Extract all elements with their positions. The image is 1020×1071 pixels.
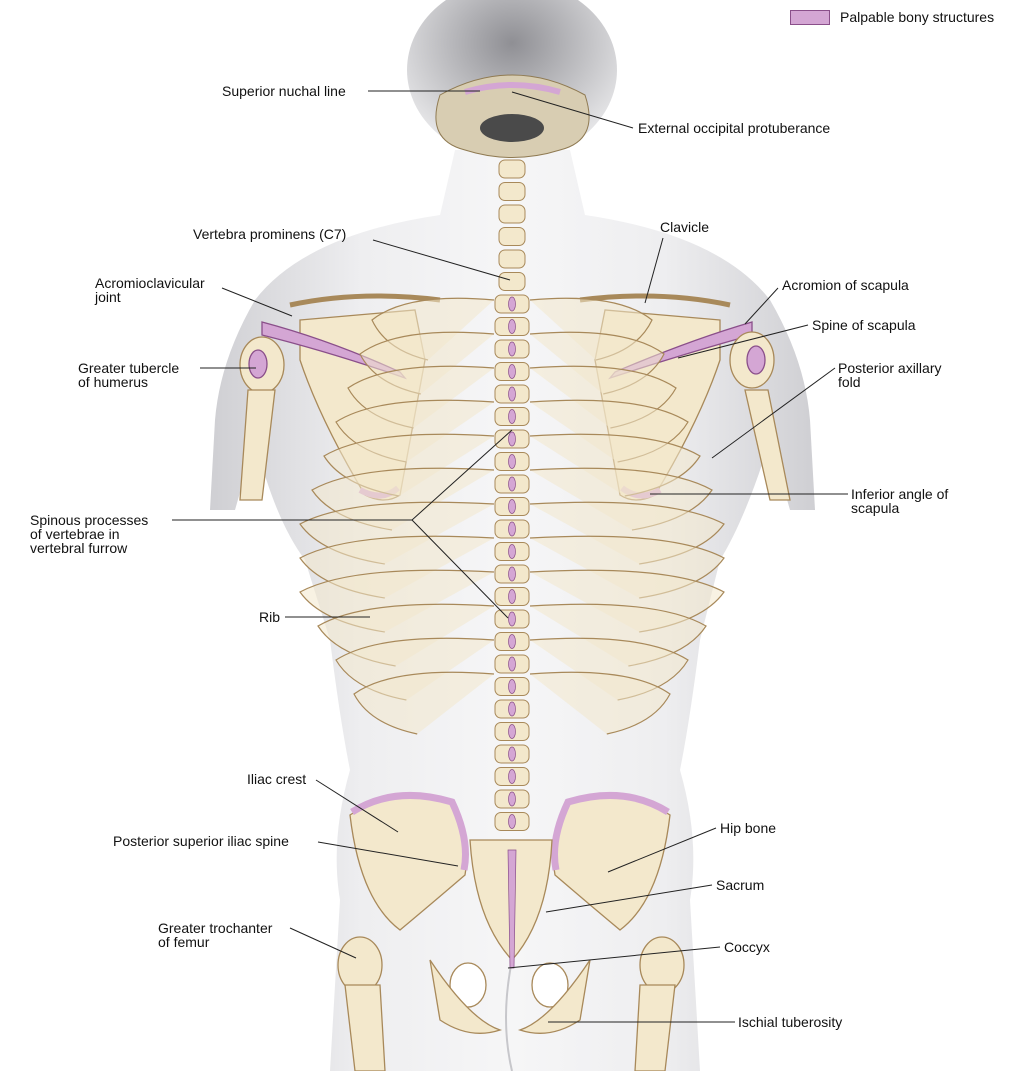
- left-iliac-crest: [350, 791, 469, 871]
- right-obturator: [531, 962, 569, 1008]
- vertebra: [498, 227, 526, 246]
- leader-coccyx: [507, 946, 721, 969]
- rib-cage: [299, 297, 725, 735]
- right-femur: [634, 984, 676, 1071]
- leader-greater-trochanter: [289, 927, 357, 959]
- spinous-process: [508, 386, 516, 402]
- spinous-process: [508, 521, 516, 537]
- right-humerus-shaft: [744, 389, 791, 501]
- rib-right-12: [529, 671, 671, 735]
- spinous-process: [508, 791, 516, 807]
- label-rib: Rib: [259, 609, 281, 625]
- left-humerus-shaft: [239, 389, 276, 501]
- label-coccyx: Coccyx: [724, 939, 770, 955]
- left-femur: [344, 984, 386, 1071]
- label-spinous-processes: Spinous processes of vertebrae in verteb…: [30, 512, 149, 556]
- sacral-coccygeal-crest: [507, 849, 517, 969]
- label-inferior-angle-of-scapula: Inferior angle of scapula: [851, 486, 949, 516]
- leader-posterior-axillary-fold: [711, 367, 836, 459]
- spinous-process: [508, 589, 516, 604]
- label-superior-nuchal-line: Superior nuchal line: [222, 83, 346, 99]
- leader-sacrum: [545, 884, 713, 913]
- label-spine-of-scapula: Spine of scapula: [812, 317, 916, 333]
- label-greater-tubercle-of-humerus: Greater tubercle of humerus: [78, 360, 180, 390]
- spinous-process: [508, 656, 516, 672]
- label-posterior-superior-iliac-spine: Posterior superior iliac spine: [113, 833, 289, 849]
- spinous-process: [508, 544, 516, 559]
- leader-posterior-superior-iliac-spine: [317, 841, 459, 867]
- leader-vertebra-prominens: [372, 239, 511, 281]
- vertebra: [498, 272, 526, 291]
- legend: Palpable bony structures: [790, 7, 994, 27]
- spinous-process: [508, 454, 516, 469]
- leader-hip-bone: [607, 827, 717, 873]
- label-hip-bone: Hip bone: [720, 820, 777, 836]
- spinous-process: [508, 701, 516, 717]
- right-iliac-crest: [551, 791, 670, 871]
- leader-iliac-crest: [315, 779, 399, 833]
- left-clavicle: [289, 293, 441, 308]
- vertebra: [498, 159, 526, 179]
- spinous-process: [508, 409, 516, 424]
- left-ischium: [429, 959, 503, 1034]
- label-posterior-axillary-fold: Posterior axillary fold: [838, 360, 942, 390]
- leader-spine-of-scapula: [677, 324, 809, 359]
- right-clavicle: [579, 293, 731, 308]
- spinous-process: [508, 431, 516, 447]
- legend-swatch: [790, 9, 830, 25]
- label-external-occipital-protuberance: External occipital protuberance: [638, 120, 831, 136]
- spinous-process: [508, 814, 516, 829]
- label-clavicle: Clavicle: [660, 219, 710, 235]
- leader-external-occipital-protuberance: [511, 91, 634, 129]
- leader-clavicle: [644, 237, 664, 304]
- spinous-process: [508, 364, 516, 379]
- spinous-process: [508, 566, 516, 582]
- spinous-process: [508, 476, 516, 492]
- buttock-cleft: [505, 959, 513, 1071]
- label-acromioclavicular-joint: Acromioclavicular joint: [95, 275, 205, 305]
- vertebra: [498, 249, 526, 269]
- leader-lines: [172, 90, 848, 1023]
- spinous-process: [508, 611, 516, 627]
- spinous-process: [508, 679, 516, 694]
- skull: [435, 74, 590, 158]
- spinous-process: [508, 296, 516, 312]
- label-iliac-crest: Iliac crest: [247, 771, 307, 787]
- leader-spinous-processes: [172, 429, 513, 619]
- superior-nuchal-line-mark: [464, 82, 561, 95]
- label-sacrum: Sacrum: [716, 877, 765, 893]
- spinous-process: [508, 341, 516, 357]
- right-ischium: [517, 959, 591, 1034]
- right-greater-tubercle: [746, 345, 766, 375]
- spinous-process: [508, 746, 516, 762]
- vertebral-column: [494, 159, 530, 969]
- label-acromion-of-scapula: Acromion of scapula: [782, 277, 909, 293]
- label-greater-trochanter-of-femur: Greater trochanter of femur: [158, 920, 273, 950]
- spinous-process: [508, 769, 516, 784]
- left-obturator: [449, 962, 487, 1008]
- spinous-process: [508, 634, 516, 649]
- label-vertebra-prominens: Vertebra prominens (C7): [193, 226, 347, 242]
- leader-acromion: [744, 287, 779, 325]
- spinous-process: [508, 319, 516, 334]
- vertebra: [498, 182, 526, 201]
- label-ischial-tuberosity: Ischial tuberosity: [738, 1014, 843, 1030]
- vertebra: [498, 204, 526, 224]
- spinous-process: [508, 724, 516, 739]
- legend-label: Palpable bony structures: [840, 9, 995, 25]
- rib-left-12: [353, 671, 495, 735]
- left-greater-tubercle: [248, 349, 268, 379]
- spinous-process: [508, 499, 516, 514]
- leader-acromioclavicular-joint: [221, 287, 293, 317]
